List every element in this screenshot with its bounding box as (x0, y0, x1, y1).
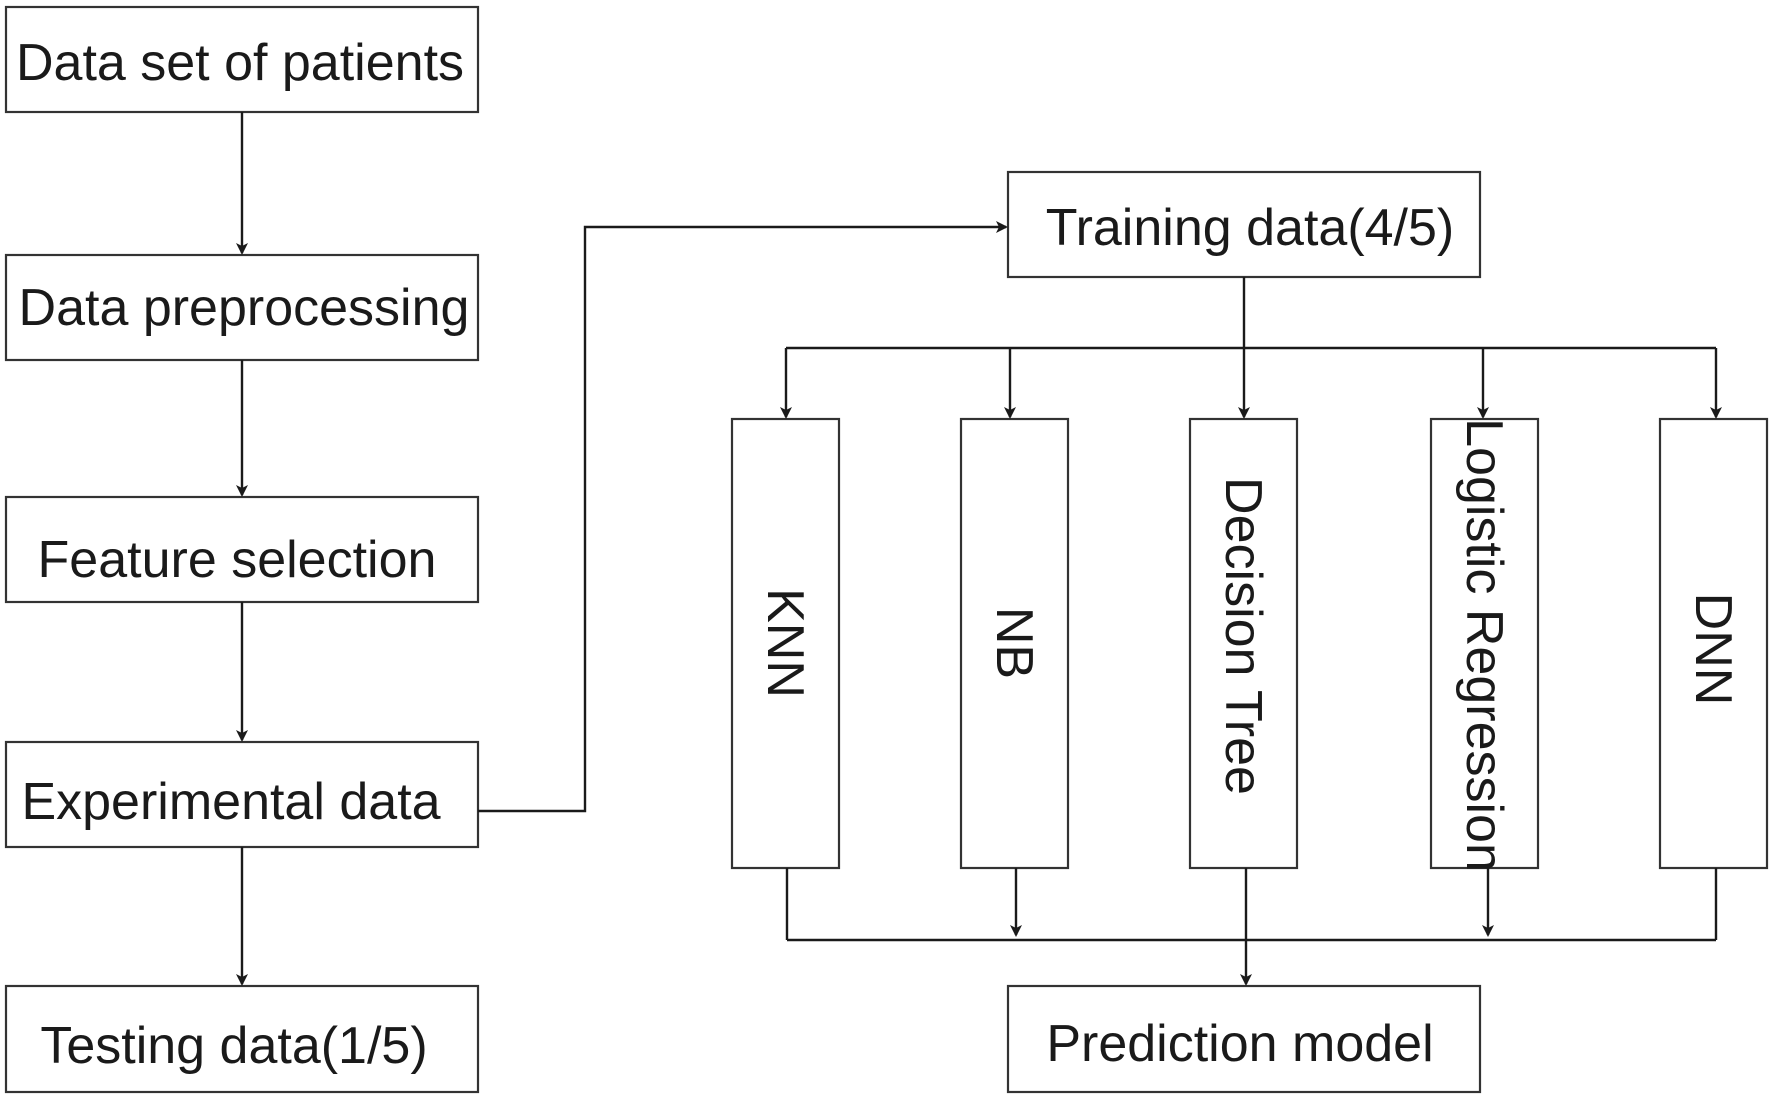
model-decision-tree-label: Decision Tree (1214, 477, 1272, 795)
arrow-experimental-to-training (478, 221, 1008, 813)
node-training-label: Training data(4/5) (1046, 199, 1455, 257)
model-dnn-label: DNN (1684, 593, 1742, 706)
model-knn: KNN (730, 417, 841, 870)
node-preprocessing: Data preprocessing (4, 253, 480, 362)
model-nb: NB (959, 417, 1070, 870)
node-testing-label: Testing data(1/5) (40, 1017, 427, 1075)
model-logistic-regression: Logistic Regression (1429, 417, 1540, 872)
node-feature-selection-label: Feature selection (38, 531, 437, 589)
model-knn-label: KNN (756, 588, 814, 698)
node-training: Training data(4/5) (1006, 170, 1482, 279)
node-dataset: Data set of patients (4, 5, 480, 114)
model-nb-label: NB (985, 607, 1043, 679)
model-logistic-regression-label: Logistic Regression (1455, 418, 1513, 872)
node-prediction-label: Prediction model (1046, 1015, 1433, 1073)
node-feature-selection: Feature selection (4, 495, 480, 604)
model-decision-tree: Decision Tree (1188, 417, 1299, 870)
node-experimental-label: Experimental data (21, 773, 440, 831)
node-preprocessing-label: Data preprocessing (19, 279, 470, 337)
node-experimental: Experimental data (4, 740, 480, 849)
model-dnn: DNN (1658, 417, 1769, 870)
node-testing: Testing data(1/5) (4, 984, 480, 1094)
node-prediction: Prediction model (1006, 984, 1482, 1094)
node-dataset-label: Data set of patients (16, 34, 464, 92)
